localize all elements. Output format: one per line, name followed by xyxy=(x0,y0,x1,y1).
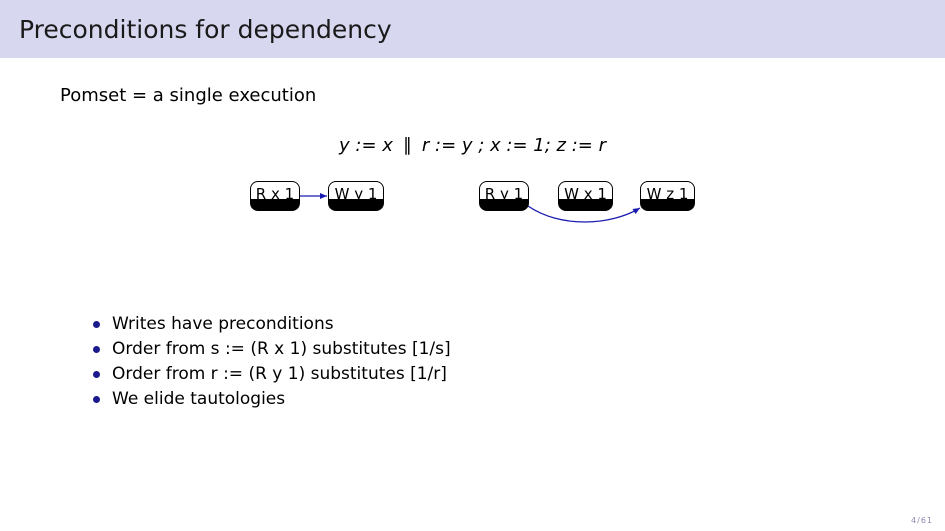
bullet-item: Writes have preconditions xyxy=(90,312,451,337)
slide-title: Preconditions for dependency xyxy=(19,15,392,44)
bullet-item: Order from r := (R y 1) substitutes [1/r… xyxy=(90,362,451,387)
event-node-w-z-1: W z 1 xyxy=(640,181,695,211)
bullet-item: We elide tautologies xyxy=(90,387,451,412)
event-node-w-x-1: W x 1 xyxy=(558,181,613,211)
bullet-list: Writes have preconditions Order from s :… xyxy=(90,312,451,412)
event-node-w-y-1: W y 1 xyxy=(328,181,384,211)
event-node-r-x-1: R x 1 xyxy=(250,181,300,211)
right-thread-code: r := y ; x := 1; z := r xyxy=(421,135,606,156)
slide-subtitle: Pomset = a single execution xyxy=(60,85,317,106)
page-number: 4/61 xyxy=(911,516,933,525)
parallel-separator: ∥ xyxy=(402,135,412,156)
title-bar: Preconditions for dependency xyxy=(0,0,945,58)
event-node-r-y-1: R y 1 xyxy=(479,181,529,211)
edge-ry1-to-wz1 xyxy=(527,205,641,223)
left-thread-code: y := x xyxy=(339,135,393,156)
program-line: y := x ∥ r := y ; x := 1; z := r xyxy=(0,134,945,158)
bullet-item: Order from s := (R x 1) substitutes [1/s… xyxy=(90,337,451,362)
